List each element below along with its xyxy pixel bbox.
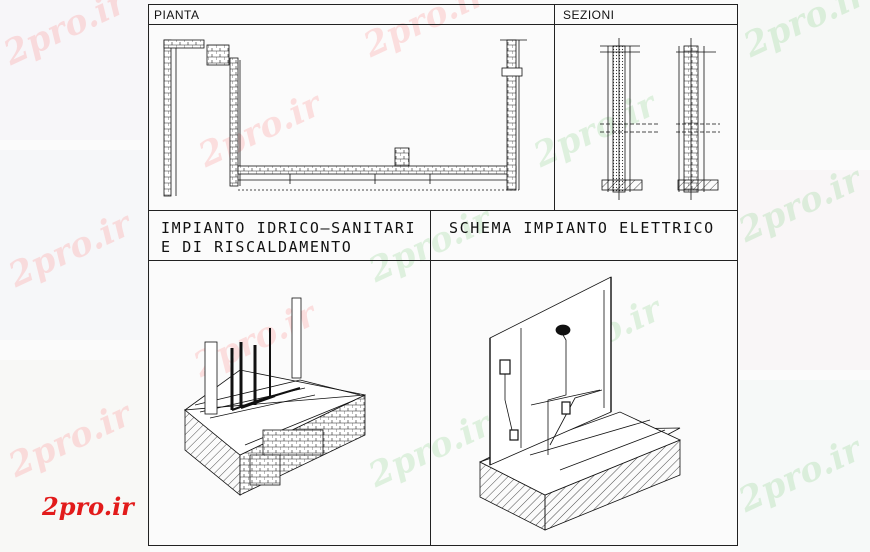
plumbing-isometric xyxy=(183,297,366,496)
plumbing-title-line1: IMPIANTO IDRICO—SANITARI xyxy=(161,219,417,237)
electrical-title: SCHEMA IMPIANTO ELETTRICO xyxy=(449,219,715,237)
title-frame xyxy=(148,4,738,546)
section-drawings xyxy=(600,38,720,200)
plan-drawing xyxy=(163,39,527,197)
sezioni-title: SEZIONI xyxy=(563,8,615,22)
electrical-isometric xyxy=(478,276,681,531)
plumbing-title-line2: E DI RISCALDAMENTO xyxy=(161,238,353,256)
brand-logo: 2pro.ir xyxy=(42,492,134,521)
pianta-title: PIANTA xyxy=(154,8,200,22)
